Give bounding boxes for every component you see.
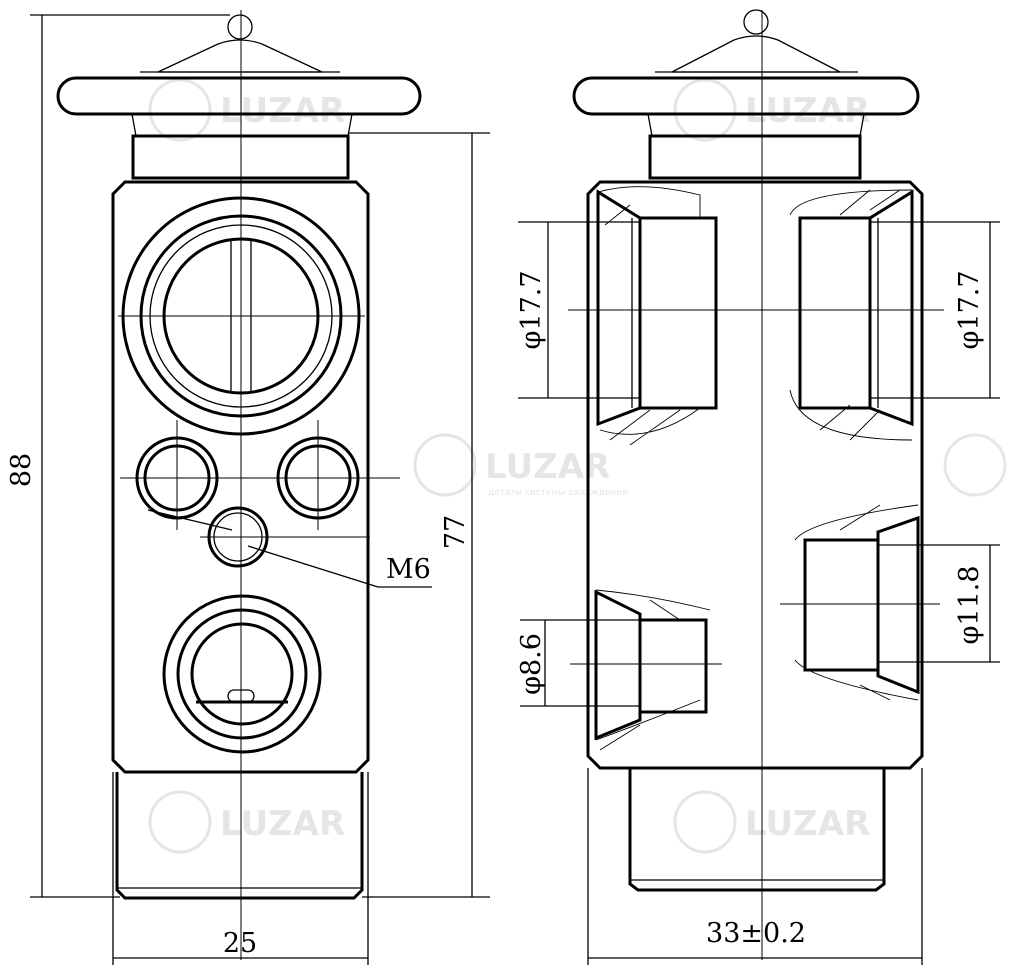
dim-port-upper-left: φ17.7 (516, 270, 547, 349)
sensing-bulb-knob (227, 14, 253, 40)
dim-port-upper-right: φ17.7 (954, 270, 985, 349)
dim-port-lower-right: φ11.8 (954, 565, 985, 644)
left-view: M6 88 77 25 (6, 10, 490, 965)
svg-text:LUZAR: LUZAR (485, 447, 610, 487)
svg-text:LUZAR: LUZAR (745, 804, 870, 844)
dim-port-lower-left: φ8.6 (516, 633, 547, 695)
dim-body-height: 77 (440, 515, 471, 549)
dim-width-right: 33±0.2 (706, 918, 806, 949)
watermark-tagline: детали системы охлаждения (488, 488, 627, 498)
watermark: LUZAR LUZAR LUZAR детали системы охлажде… (148, 78, 1007, 854)
valve-body-side (586, 180, 924, 770)
valve-body (111, 180, 370, 774)
thread-size-label: M6 (386, 554, 431, 585)
dim-width-left: 25 (223, 928, 257, 959)
right-view: φ17.7 φ17.7 φ11.8 φ8.6 33±0.2 (516, 9, 1000, 965)
watermark-brand: LUZAR (220, 91, 345, 131)
svg-text:LUZAR: LUZAR (745, 91, 870, 131)
svg-text:LUZAR: LUZAR (220, 804, 345, 844)
dim-total-height: 88 (6, 453, 37, 487)
